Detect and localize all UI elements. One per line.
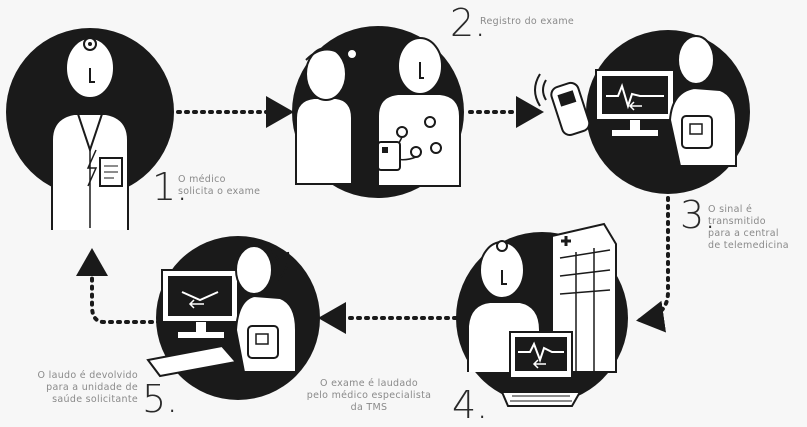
step-5-label: O laudo é devolvido para a unidade de sa… — [2, 370, 138, 406]
step-2-label-line: Registro do exame — [480, 16, 574, 28]
step-3-label-line: transmitido — [708, 216, 789, 228]
ecg-registration-icon — [292, 26, 464, 198]
step-5-label-line: O laudo é devolvido — [2, 370, 138, 382]
step-3-label-line: para a central — [708, 228, 789, 240]
operator-return-icon — [148, 236, 320, 400]
step-3-label: O sinal é transmitido para a central de … — [708, 204, 789, 252]
step-4-label-line: da TMS — [284, 402, 454, 414]
step-5-label-line: para a unidade de — [2, 382, 138, 394]
step-4-label-line: O exame é laudado — [284, 378, 454, 390]
step-1-label: O médico solicita o exame — [178, 174, 260, 198]
step-5-label-line: saúde solicitante — [2, 394, 138, 406]
step-3-label-line: de telemedicina — [708, 240, 789, 252]
step-1-label-line: O médico — [178, 174, 260, 186]
signal-transmission-icon — [535, 30, 750, 194]
doctor-icon — [6, 28, 174, 230]
step-4-label: O exame é laudado pelo médico especialis… — [284, 378, 454, 414]
step-3-label-line: O sinal é — [708, 204, 789, 216]
step-4-number: 4. — [452, 386, 488, 424]
step-1-label-line: solicita o exame — [178, 186, 260, 198]
step-5-number: 5. — [142, 380, 178, 418]
hospital-report-icon — [456, 224, 628, 406]
step-2-label: Registro do exame — [480, 16, 574, 28]
step-4-label-line: pelo médico especialista — [284, 390, 454, 402]
arrow-5-to-1 — [92, 252, 160, 322]
arrow-3-to-4 — [640, 198, 668, 320]
